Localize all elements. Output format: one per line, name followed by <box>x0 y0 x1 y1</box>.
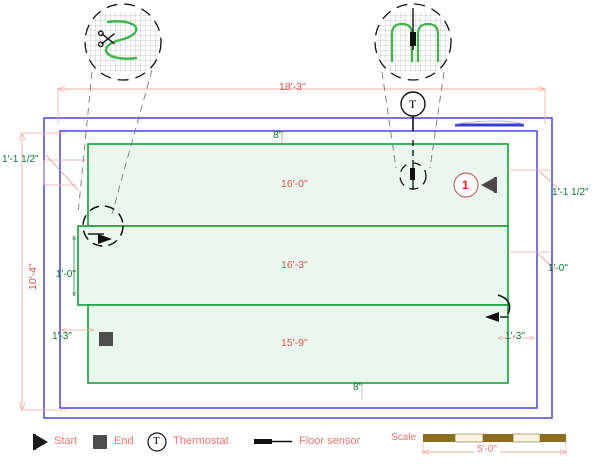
legend-item-thermostat-label: Thermostat <box>173 435 229 447</box>
right-offset-3-label: 1'-3" <box>505 331 525 342</box>
right-offset-1-label: 1'-1 1/2" <box>552 187 589 198</box>
legend-thermostat-icon <box>147 432 167 452</box>
legend-end-icon <box>93 435 107 449</box>
leader-right-top <box>508 169 561 191</box>
callout-bubble-1[interactable] <box>453 172 479 198</box>
right-offset-2-label: 1'-0" <box>548 263 568 274</box>
mat-zone-1-label: 16'-0" <box>281 178 308 190</box>
thermostat-glyph: T <box>409 97 417 111</box>
mat-zone-1 <box>87 143 509 227</box>
overall-height-label: 10'-4" <box>27 263 39 290</box>
left-offset-3-label: 1'-3" <box>52 331 72 342</box>
door-swing <box>454 120 525 127</box>
legend-floor-sensor-icon <box>254 439 292 444</box>
wall-outline <box>43 117 553 419</box>
mat-zone-3 <box>87 304 509 384</box>
cable-end-marker <box>99 332 113 346</box>
thermostat-symbol <box>400 91 426 162</box>
cable-start-marker <box>82 205 124 247</box>
scale-title: Scale <box>391 432 417 443</box>
left-offset-1-label: 1'-1 1/2" <box>2 154 39 165</box>
legend-thermostat-glyph: T <box>153 435 160 447</box>
mat-zone-2 <box>77 225 509 306</box>
direction-marker <box>481 177 497 193</box>
legend-item-end-label: End <box>114 435 134 447</box>
detail-floor-sensor <box>374 3 452 169</box>
legend-item-floor-sensor-label: Floor sensor <box>299 435 361 447</box>
leader-right-mid <box>508 251 557 271</box>
callout-number: 1 <box>462 178 469 192</box>
top-offset-label: 8" <box>273 130 283 141</box>
dimension-overall-height <box>22 133 66 410</box>
scale-value: 5'-0" <box>474 445 500 455</box>
bottom-offset-label: 8" <box>353 382 363 393</box>
mat-zone-2-label: 16'-3" <box>281 259 308 271</box>
dimension-overall-width <box>58 89 545 124</box>
scissors-icon <box>98 30 115 48</box>
mat-zone-3-label: 15'-9" <box>281 337 308 349</box>
leader-left-top <box>43 154 90 191</box>
detail-cut-cable <box>77 3 162 215</box>
sensor-icon <box>410 8 416 50</box>
left-offset-2-label: 1'-0" <box>56 269 76 280</box>
cable-turn-marker <box>485 294 511 322</box>
legend-item-start-label: Start <box>54 435 78 447</box>
legend-start-icon <box>33 434 48 450</box>
overall-width-label: 18'-3" <box>279 81 306 93</box>
sensor-run-in-mat <box>399 162 427 190</box>
